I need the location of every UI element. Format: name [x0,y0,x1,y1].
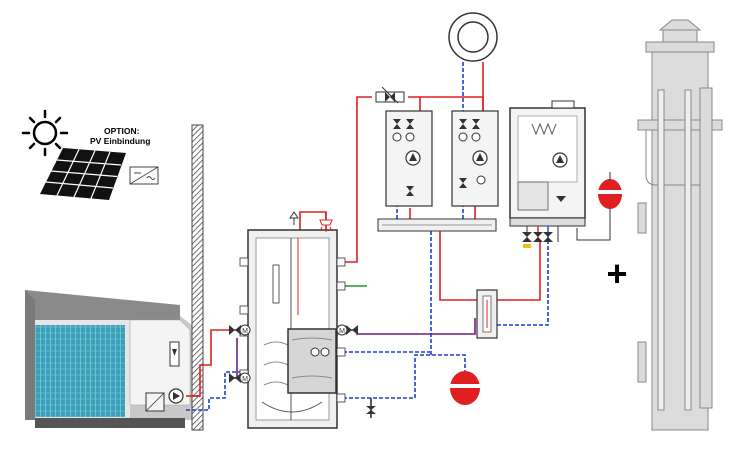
pv-option-title: OPTION: [104,126,140,136]
pv-option-subtitle: PV Einbindung [90,136,150,146]
pump-group-1 [385,110,433,207]
pump-group-2 [451,110,499,207]
shower-head-icon [319,212,333,232]
boiler-expansion-vessel [598,172,622,209]
svg-text:M: M [242,328,248,335]
heat-pump-coil [35,325,125,417]
chimney-flue [637,19,723,431]
motorized-valve-icon: M [229,324,251,336]
sun-icon [21,109,69,157]
circulation-pump-icon [168,388,184,404]
exterior-wall [191,124,204,431]
inverter-icon [129,166,159,185]
svg-text:M: M [339,328,345,335]
mixing-valve-icon [375,86,405,104]
hydraulic-manifold [377,218,497,232]
safety-valve-icon [289,211,299,225]
drain-valve-icon [366,406,376,414]
motorized-valve-icon: M [336,324,358,336]
radiator [448,12,498,62]
gas-condensing-boiler [509,100,586,248]
motorized-valve-icon: M [229,372,251,384]
dhw-heat-exchanger [287,328,337,394]
solar-panel-icon [40,148,126,200]
system-expansion-vessel [450,371,480,405]
hydraulic-separator [476,289,498,339]
svg-text:M: M [242,376,248,383]
plus-sign: + [606,253,627,294]
outdoor-heat-pump-unit [25,290,192,428]
